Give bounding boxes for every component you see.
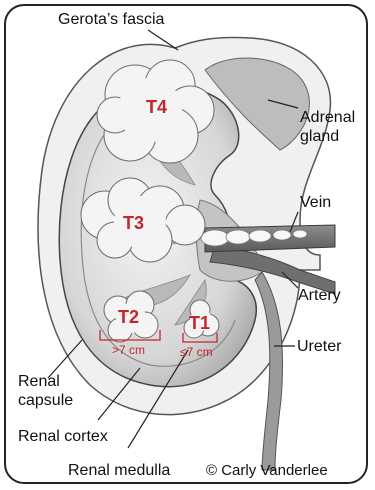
gerotas-fascia-label: Gerota’s fascia — [58, 10, 164, 29]
ureter-label: Ureter — [297, 337, 341, 356]
renal-medulla-label: Renal medulla — [68, 461, 170, 480]
vein-label: Vein — [300, 193, 331, 212]
t3-label: T3 — [123, 213, 144, 234]
adrenal-label-line1: Adrenal — [300, 108, 355, 127]
credit-text: © Carly Vanderlee — [206, 462, 328, 479]
t1-size-label: ≤7 cm — [180, 345, 213, 359]
adrenal-label-line2: gland — [300, 127, 339, 146]
t1-label: T1 — [189, 313, 210, 334]
t4-label: T4 — [146, 97, 167, 118]
t2-size-label: >7 cm — [112, 343, 145, 357]
t2-label: T2 — [118, 307, 139, 328]
renal-capsule-label-line2: capsule — [18, 391, 73, 410]
renal-capsule-label-line1: Renal — [18, 372, 60, 391]
renal-cortex-label: Renal cortex — [18, 427, 108, 446]
artery-label: Artery — [298, 286, 341, 305]
